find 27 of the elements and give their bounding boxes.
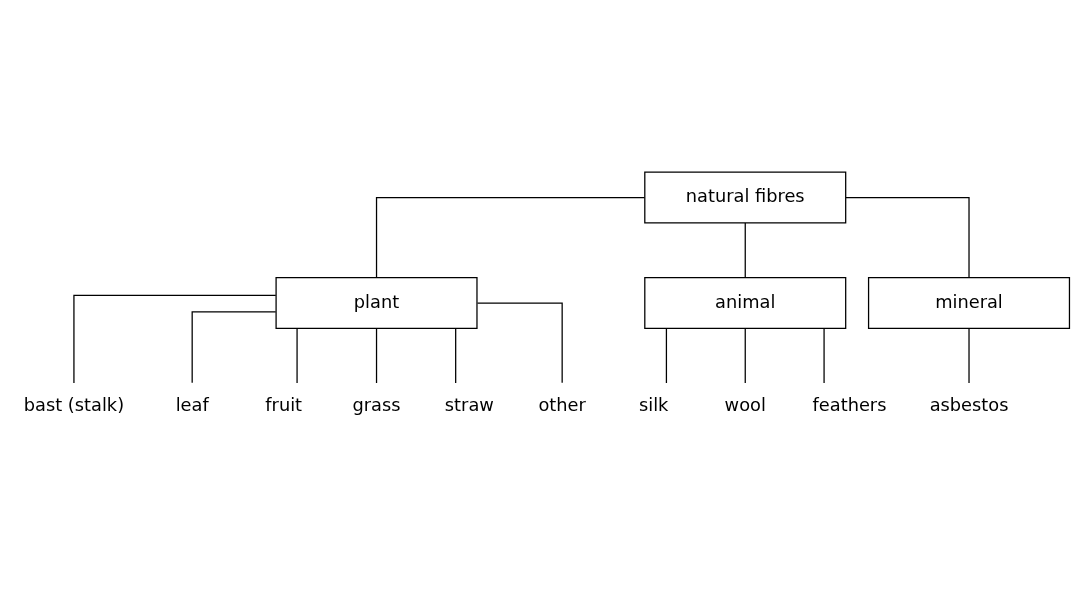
node-text: bast (stalk) — [23, 393, 125, 415]
connector — [375, 327, 378, 384]
connector — [476, 302, 563, 384]
connector — [968, 327, 970, 384]
connector — [744, 222, 746, 278]
node-text: asbestos — [929, 393, 1009, 415]
connector — [455, 327, 457, 384]
node-box: natural fibres — [644, 171, 847, 224]
node-box: plant — [275, 276, 478, 330]
node-box: animal — [644, 276, 847, 330]
connector — [665, 327, 668, 384]
node-text: fruit — [265, 393, 303, 415]
connector — [296, 327, 298, 384]
node-text: grass — [352, 393, 401, 415]
node-text: leaf — [175, 393, 209, 415]
node-box: mineral — [867, 276, 1071, 330]
connector — [73, 294, 277, 384]
connector — [823, 327, 825, 384]
node-text: wool — [724, 393, 766, 415]
node-text: other — [538, 393, 586, 415]
node-text: straw — [444, 393, 494, 415]
connector — [375, 196, 646, 279]
connector — [744, 327, 746, 384]
node-text: feathers — [812, 393, 887, 415]
connector — [845, 196, 970, 279]
connector — [191, 311, 277, 384]
node-text: silk — [638, 393, 669, 415]
